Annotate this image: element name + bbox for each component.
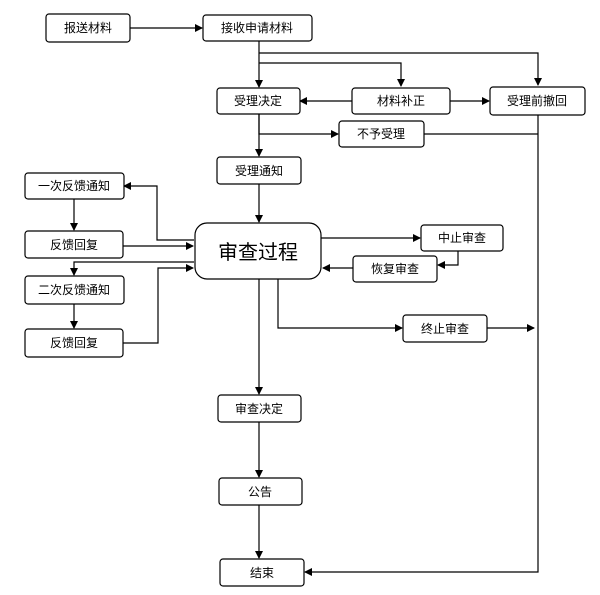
edge-suspend-to-resume [437, 251, 459, 269]
edge-acceptance-decision-to-not-accepted [258, 114, 339, 138]
edge-reply2-to-review [123, 264, 194, 344]
node-label: 反馈回复 [50, 336, 98, 350]
edge-receive-to-supplement [259, 62, 405, 87]
edge-review-to-second-feedback [70, 261, 194, 276]
nodes: 报送材料 接收申请材料 受理决定 材料补正 受理前撤回 不予受理 受理通知 [24, 13, 586, 587]
node-second-feedback-notice: 二次反馈通知 [24, 275, 125, 305]
node-end: 结束 [219, 558, 305, 587]
edges [70, 24, 542, 576]
node-acceptance-notice: 受理通知 [216, 156, 302, 185]
node-label: 二次反馈通知 [38, 283, 110, 297]
node-withdraw-before-acceptance: 受理前撤回 [489, 86, 586, 116]
node-acceptance-decision: 受理决定 [216, 87, 301, 115]
node-label: 审查过程 [218, 240, 298, 264]
node-review-process: 审查过程 [194, 222, 322, 280]
node-terminate-review: 终止审查 [402, 314, 488, 343]
node-label: 受理决定 [234, 93, 282, 108]
node-label: 不予受理 [357, 127, 405, 141]
node-not-accepted: 不予受理 [338, 120, 425, 148]
node-label: 反馈回复 [50, 238, 98, 252]
node-label: 公告 [248, 485, 272, 499]
node-label: 恢复审查 [371, 261, 419, 276]
node-label: 材料补正 [377, 94, 425, 108]
node-label: 结束 [250, 566, 274, 580]
node-label: 受理前撤回 [507, 93, 567, 108]
node-suspend-review: 中止审查 [420, 224, 504, 252]
node-label: 一次反馈通知 [38, 179, 110, 193]
node-submit-materials: 报送材料 [45, 13, 131, 43]
node-feedback-reply-1: 反馈回复 [24, 230, 124, 259]
node-resume-review: 恢复审查 [352, 255, 438, 283]
node-first-feedback-notice: 一次反馈通知 [24, 172, 125, 200]
node-label: 接收申请材料 [221, 20, 293, 35]
node-label: 终止审查 [421, 321, 469, 336]
node-label: 中止审查 [438, 230, 486, 245]
node-review-decision: 审查决定 [217, 394, 302, 423]
node-label: 受理通知 [235, 164, 283, 178]
edge-review-to-terminate [277, 279, 403, 332]
node-receive-application: 接收申请材料 [202, 14, 313, 42]
node-label: 报送材料 [64, 20, 112, 35]
edge-withdraw-to-end [304, 115, 539, 576]
node-feedback-reply-2: 反馈回复 [24, 328, 124, 358]
node-announcement: 公告 [218, 477, 303, 506]
node-supplement-materials: 材料补正 [351, 87, 451, 115]
node-label: 审查决定 [235, 401, 283, 416]
edge-review-to-first-feedback [123, 182, 194, 241]
edge-receive-to-withdraw [259, 52, 542, 86]
